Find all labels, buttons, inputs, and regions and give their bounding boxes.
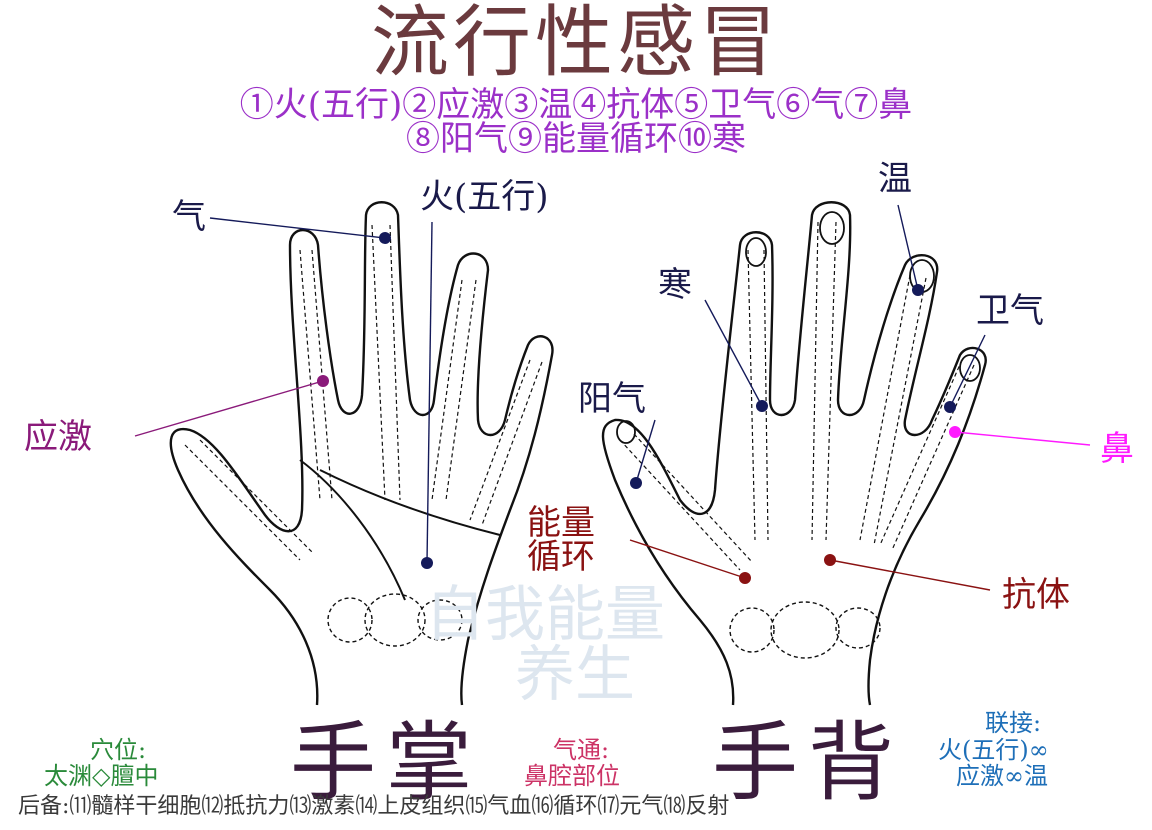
qi-channel-title: 气通: [553,736,610,764]
link-title: 联接: [985,709,1042,737]
label-defensive-qi: 卫气 [976,291,1044,331]
point-yang-qi [630,477,642,489]
label-energy-cycle-1: 能量 [527,503,595,543]
label-stress: 应激 [24,417,92,457]
back-caption: 手背 [712,713,904,813]
label-qi: 气 [172,197,206,237]
label-yang-qi: 阳气 [578,379,646,419]
point-nose [949,426,961,438]
point-energy-cycle [739,572,751,584]
acupoints-value: 太渊◇膻中 [44,762,159,790]
label-cold: 寒 [658,265,692,305]
point-fire [421,557,433,569]
label-warm: 温 [878,159,912,199]
point-qi [379,232,391,244]
palm-caption: 手掌 [290,713,482,813]
label-energy-cycle-2: 循环 [527,537,595,577]
label-fire: 火(五行) [420,177,549,217]
point-defensive-qi [944,401,956,413]
legend-line2: ⑧阳气⑨能量循环⑩寒 [406,119,746,159]
footer-backup: 后备:⑾髓样干细胞⑿抵抗力⒀激素⒁上皮组织⒂气血⒃循环⒄元气⒅反射 [18,794,730,819]
watermark-line1: 自我能量 [425,580,665,650]
link-value2: 应激∞温 [956,762,1048,790]
label-nose: 鼻 [1100,429,1134,469]
label-antibody: 抗体 [1002,575,1070,615]
point-stress [317,375,329,387]
back-hand-outline [601,201,987,706]
point-warm [912,284,924,296]
qi-channel-value: 鼻腔部位 [524,762,620,790]
watermark-line2: 养生 [515,640,635,710]
legend-line1: ①火(五行)②应激③温④抗体⑤卫气⑥气⑦鼻 [239,85,913,125]
page-title: 流行性感冒 [370,0,781,88]
acupoints-title: 穴位: [90,736,147,764]
point-cold [756,400,768,412]
point-antibody [824,554,836,566]
palm-hand-outline [169,201,554,706]
link-value1: 火(五行)∞ [938,736,1049,764]
